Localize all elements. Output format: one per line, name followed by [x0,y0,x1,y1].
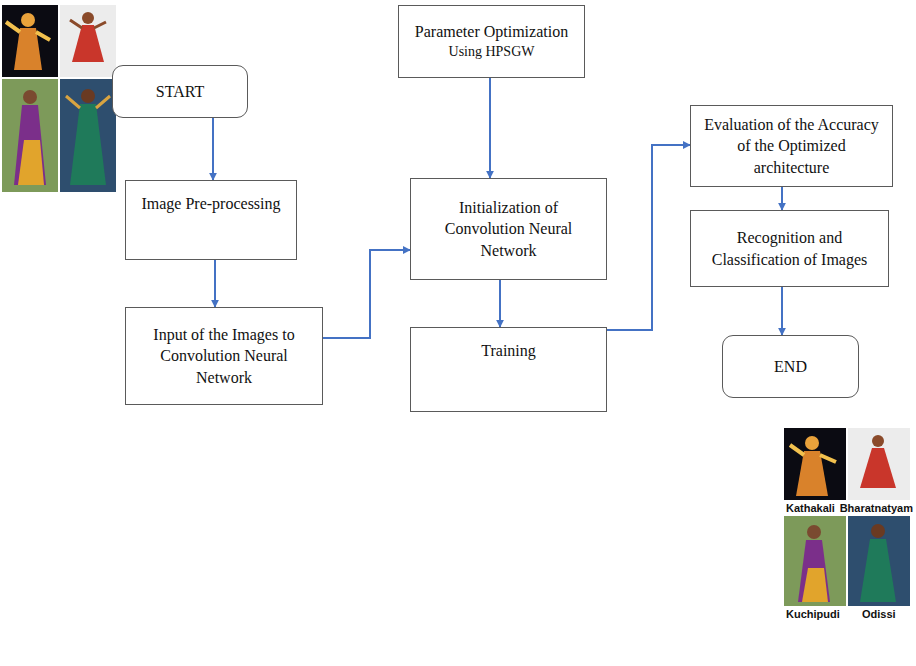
flow-arrow [499,280,501,327]
photo-kuchipudi [784,516,846,606]
photo-collage [784,428,910,606]
process-box: Input of the Images to Convolution Neura… [125,307,323,405]
dancer-body [860,448,896,488]
photo-kathakali [2,5,58,77]
dancer-arms [70,20,106,28]
node-text: START [156,81,204,103]
flow-arrow [781,287,783,335]
flow-arrow [489,78,491,178]
dancer-body [72,25,104,62]
process-box: Training [410,327,607,412]
photo-kathakali [784,428,846,500]
flow-arrow [323,250,410,338]
photo-bharatnatyam [848,428,910,500]
dance-style-label: Kuchipudi [786,608,840,620]
photo-bharatnatyam [60,5,116,77]
dancer-body [798,540,830,602]
flow-arrow [607,145,690,330]
photo-odissi [60,79,116,192]
dancer-head [807,525,821,539]
dancer-head [21,13,35,27]
dancer-skirt [18,140,44,185]
dancer-body [14,105,46,185]
dancer-head [871,524,885,538]
dance-style-label: Kathakali [786,502,835,514]
node-text: Parameter Optimization [415,21,568,43]
process-box: Parameter OptimizationUsing HPSGW [398,5,585,78]
dance-style-label: Bharatnatyam [840,502,913,514]
node-text: Recognition and Classification of Images [699,227,880,270]
photo-odissi [848,516,910,606]
process-box: Image Pre-processing [125,180,297,260]
dancer-head [805,436,819,450]
flow-arrow [781,187,783,210]
dancer-body [70,104,106,185]
dancer-skirt [802,568,828,602]
photo-collage [2,5,116,192]
dancer-arms [6,22,50,40]
node-text: Image Pre-processing [141,193,280,215]
terminal-box: END [722,335,859,398]
node-text: Initialization of Convolution Neural Net… [419,197,598,262]
dancer-head [82,12,94,24]
flow-arrow [212,118,214,180]
dancer-head [81,89,95,103]
node-text: Training [481,340,536,362]
node-text: END [774,356,807,378]
dance-style-label: Odissi [862,608,896,620]
terminal-box: START [112,65,248,118]
node-text: Using HPSGW [449,43,535,62]
dancer-arms [66,96,110,108]
dancer-head [872,435,884,447]
dancer-body [860,539,896,602]
node-text: Evaluation of the Accuracy of the Optimi… [699,114,884,179]
process-box: Recognition and Classification of Images [690,210,889,287]
process-box: Evaluation of the Accuracy of the Optimi… [690,105,893,187]
dancer-head [23,90,37,104]
flow-arrow [214,260,216,307]
process-box: Initialization of Convolution Neural Net… [410,178,607,280]
node-text: Input of the Images to Convolution Neura… [134,324,314,389]
dancer-arms [790,445,836,462]
photo-kuchipudi [2,79,58,192]
